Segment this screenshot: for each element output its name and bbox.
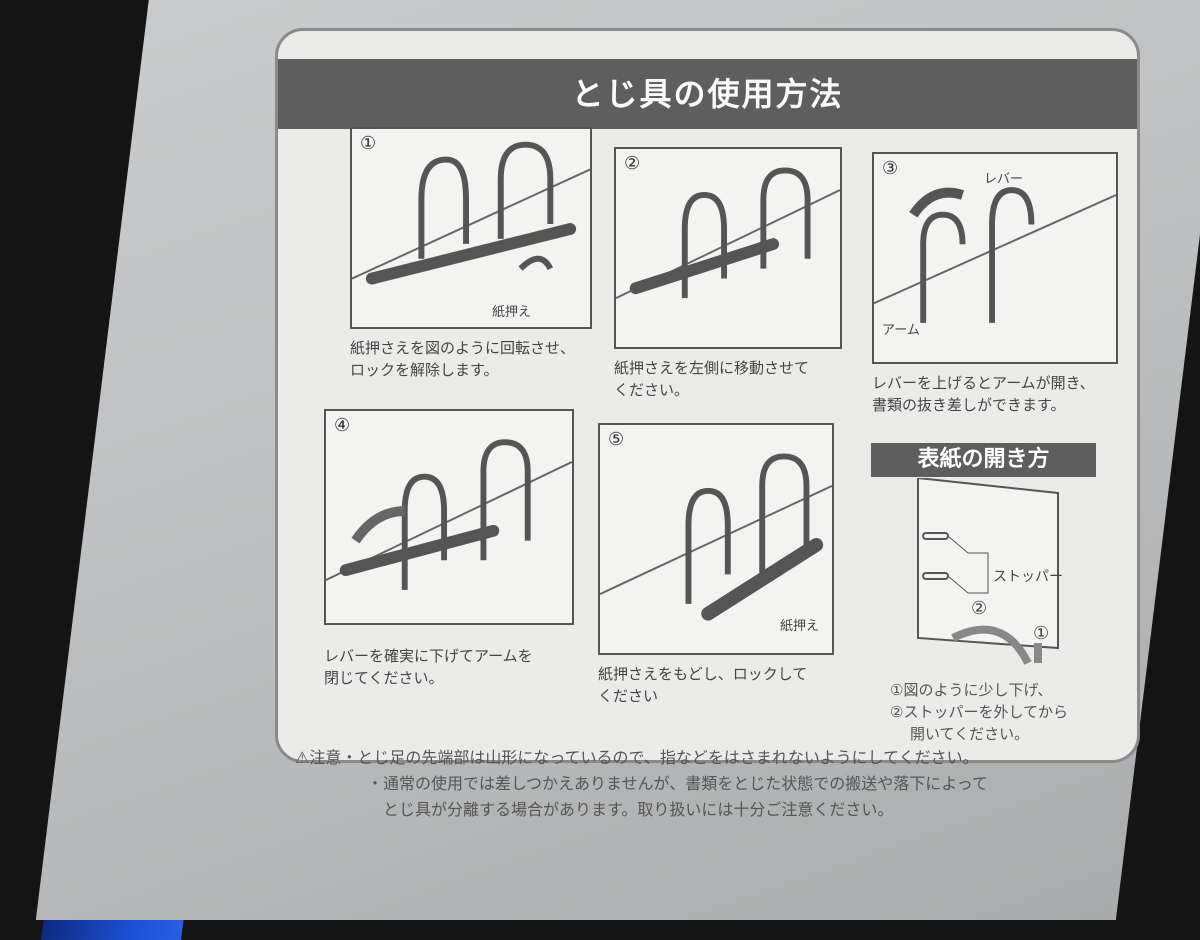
caution-heading: 注意 [309,748,342,767]
binder-cover-illustration [917,476,1059,665]
callout-label: アーム [882,323,920,338]
instruction-panel: とじ具の使用方法 ① 紙押え 紙押さえを図のように回転させ、ロックを解除します。… [275,28,1140,763]
caption-line: ください [598,687,659,705]
caption-line: 開いてください。 [910,725,1030,743]
cover-step-mark: ② [971,598,988,619]
step-1: ① 紙押え 紙押さえを図のように回転させ、ロックを解除します。 [350,127,592,381]
caution-line: ・通常の使用では差しつかえありませんが、書類をとじた状態での搬送や落下によって [367,774,988,793]
caption-line: 閉じてください。 [324,669,444,687]
step-4: ④ レバーを確実に下げてアームを閉じてください。 [324,409,574,689]
step-1-illustration: ① 紙押え [350,127,592,329]
step-number: ③ [882,158,899,179]
caption-line: ロックを解除します。 [350,361,499,379]
step-number: ① [360,133,377,154]
step-3-illustration: ③ レバー アーム [872,152,1118,364]
step-caption: 紙押さえをもどし、ロックしてください [598,663,834,707]
step-caption: 紙押さえを図のように回転させ、ロックを解除します。 [350,337,592,381]
cover-step-mark: ① [1033,623,1050,644]
binder-mechanism-illustration [616,167,840,299]
cover-opening-title: 表紙の開き方 [871,443,1096,477]
caption-line: レバーを上げるとアームが開き、 [872,374,1095,392]
binder-mechanism-illustration [600,453,832,621]
caption-line: ①図のように少し下げ、 [890,681,1053,699]
step-number: ② [624,153,641,174]
callout-label: レバー [984,172,1024,187]
caption-line: 紙押さえをもどし、ロックして [598,665,808,683]
caption-line: 紙押さえを図のように回転させ、 [350,339,576,357]
binder-mechanism-illustration [352,141,590,285]
step-caption: レバーを確実に下げてアームを閉じてください。 [324,645,574,689]
caption-line: ください。 [614,381,690,399]
binder-mechanism-illustration [326,439,572,590]
caution-notice: ⚠注意・とじ足の先端部は山形になっているので、指などをはさまれないようにしてくだ… [295,745,988,823]
step-number: ④ [334,415,351,436]
binder-mechanism-illustration [874,187,1116,323]
warning-triangle-icon: ⚠ [295,748,310,767]
step-5: ⑤ 紙押え 紙押さえをもどし、ロックしてください [598,423,834,707]
step-5-illustration: ⑤ 紙押え [598,423,834,655]
step-2-illustration: ② [614,147,842,349]
step-3: ③ レバー アーム レバーを上げるとアームが開き、書類の抜き差しができます。 [872,152,1118,416]
callout-label: 紙押え [492,305,532,320]
step-2: ② 紙押さえを左側に移動させてください。 [614,147,842,401]
panel-title: とじ具の使用方法 [278,59,1137,129]
caption-line: 書類の抜き差しができます。 [872,396,1066,414]
step-caption: レバーを上げるとアームが開き、書類の抜き差しができます。 [872,372,1118,416]
callout-label: 紙押え [780,619,820,634]
step-4-illustration: ④ [324,409,574,625]
cover-caption: ①図のように少し下げ、 ②ストッパーを外してから 開いてください。 [890,679,1068,745]
step-number: ⑤ [608,429,625,450]
caption-line: レバーを確実に下げてアームを [324,647,533,665]
caption-line: ②ストッパーを外してから [890,703,1068,721]
stopper-label: ストッパー [993,569,1063,585]
caption-line: 紙押さえを左側に移動させて [614,359,810,377]
caution-line: ・とじ足の先端部は山形になっているので、指などをはさまれないようにしてください。 [341,748,979,767]
caution-line: とじ具が分離する場合があります。取り扱いには十分ご注意ください。 [383,800,894,819]
step-caption: 紙押さえを左側に移動させてください。 [614,357,842,401]
cover-illustration: ストッパー ② ① [913,476,1073,668]
